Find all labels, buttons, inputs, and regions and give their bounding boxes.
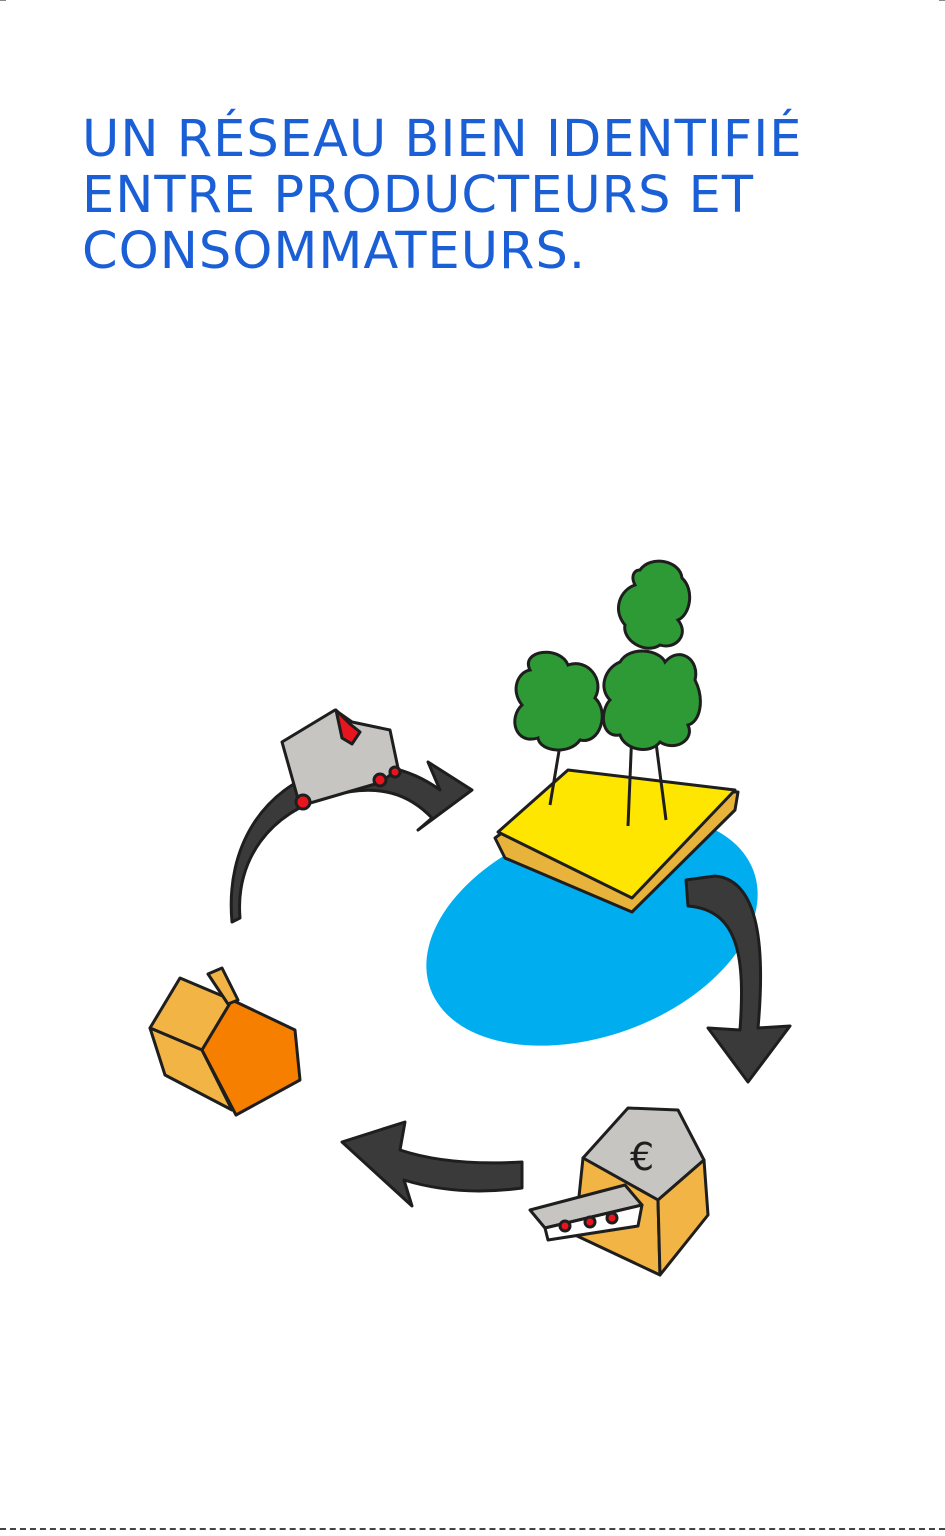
cycle-arrow-icon bbox=[229, 760, 474, 924]
truck-icon bbox=[280, 708, 402, 811]
cycle-arrow-icon bbox=[340, 1120, 524, 1208]
crop-mark-left bbox=[0, 0, 6, 7]
crop-mark-right bbox=[939, 0, 945, 7]
headline-line-3: CONSOMMATEURS. bbox=[82, 222, 587, 281]
water-icon bbox=[426, 814, 758, 1046]
headline: UN RÉSEAU BIEN IDENTIFIÉ ENTRE PRODUCTEU… bbox=[82, 112, 882, 280]
cut-line bbox=[0, 1528, 945, 1530]
cycle-arrow-icon bbox=[684, 874, 792, 1084]
farm-field-icon bbox=[493, 768, 740, 914]
headline-line-1: UN RÉSEAU BIEN IDENTIFIÉ bbox=[82, 110, 803, 169]
euro-icon: € bbox=[630, 1135, 654, 1179]
shop-icon bbox=[528, 1106, 710, 1277]
tree-icon bbox=[513, 559, 702, 827]
house-icon bbox=[148, 966, 302, 1117]
producer-consumer-cycle-illustration: € bbox=[148, 559, 792, 1277]
headline-line-2: ENTRE PRODUCTEURS ET bbox=[82, 166, 755, 225]
